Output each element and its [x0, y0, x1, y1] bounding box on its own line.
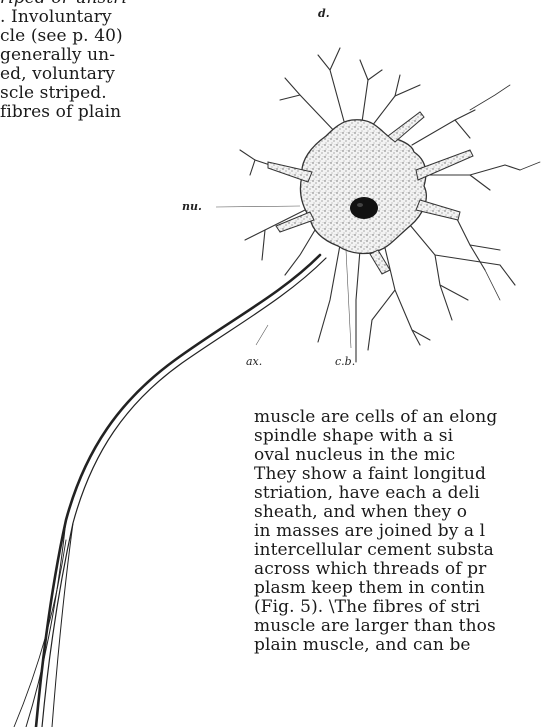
text-line: (Fig. 5). \The fibres of stri — [254, 598, 497, 617]
label-axon: ax. — [246, 356, 262, 368]
text-line: muscle are cells of an elong — [254, 408, 497, 427]
text-line: in masses are joined by a l — [254, 522, 497, 541]
nucleus — [350, 197, 378, 219]
text-line: striation, have each a deli — [254, 484, 497, 503]
text-line: plain muscle, and can be — [254, 636, 497, 655]
text-line: plasm keep them in contin — [254, 579, 497, 598]
text-line: spindle shape with a si — [254, 427, 497, 446]
text-line: oval nucleus in the mic — [254, 446, 497, 465]
text-line: sheath, and when they o — [254, 503, 497, 522]
text-line: They show a faint longitud — [254, 465, 497, 484]
label-dendrites: d. — [318, 8, 330, 20]
right-column-text: muscle are cells of an elong spindle sha… — [254, 408, 497, 655]
text-line: intercellular cement substa — [254, 541, 497, 560]
text-line: muscle are larger than thos — [254, 617, 497, 636]
label-cell-body: c.b. — [335, 356, 355, 368]
text-line: across which threads of pr — [254, 560, 497, 579]
label-nucleus: nu. — [182, 201, 202, 213]
cell-body — [300, 120, 426, 254]
